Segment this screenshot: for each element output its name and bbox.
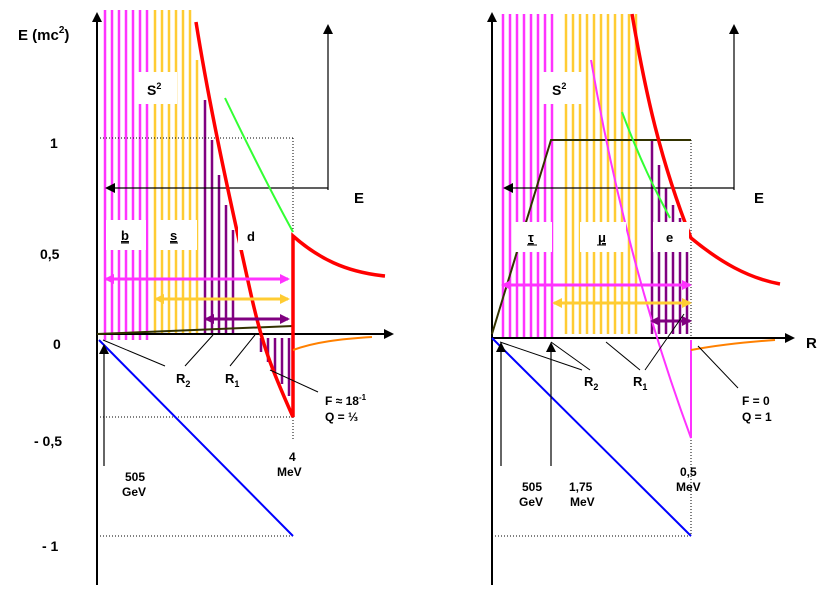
right-scale3-value: 0,5 <box>680 465 697 479</box>
right-s2-label: S2 <box>552 81 566 98</box>
left-s2-box <box>135 72 177 104</box>
left-scale2-unit: MeV <box>277 465 302 479</box>
right-box-mu <box>580 222 626 252</box>
left-s2-label: S2 <box>147 81 161 98</box>
left-r2-label: R2 <box>176 371 190 389</box>
left-panel: S2 b s d E (mc2) E 1 0,5 0 - 0,5 - 1 R2 … <box>18 10 394 585</box>
left-q-label: Q = ⅓ <box>325 410 358 424</box>
left-orange-curve <box>292 336 373 351</box>
left-yellow-stripes <box>153 10 199 335</box>
right-r1-pointer-a <box>605 341 641 371</box>
right-box-tau <box>512 222 552 252</box>
right-label-e: e <box>666 230 673 245</box>
right-r1-label: R1 <box>633 374 647 392</box>
left-red-curve <box>194 21 386 418</box>
right-r-axis-label: R <box>806 335 817 352</box>
right-f-pointer <box>697 345 739 389</box>
left-tick-0: 0 <box>53 336 61 352</box>
left-r2-pointer-b <box>184 334 214 367</box>
right-scale1-unit: GeV <box>519 495 543 509</box>
left-scale1-unit: GeV <box>122 485 146 499</box>
right-orange-curve <box>690 339 776 351</box>
left-blue-line <box>98 339 294 537</box>
right-magenta-stripes <box>501 14 554 338</box>
right-q-label: Q = 1 <box>742 410 772 424</box>
right-scale1-value: 505 <box>522 480 542 494</box>
left-box-d <box>238 222 268 250</box>
right-scale3-unit: MeV <box>676 480 701 494</box>
left-tick-m05: - 0,5 <box>34 433 62 449</box>
right-r2-pointer-a <box>499 341 583 371</box>
right-box-e <box>653 222 689 252</box>
right-blue-line <box>491 337 692 537</box>
left-y-axis-label: E (mc2) <box>18 25 69 44</box>
left-label-d: d <box>247 229 255 244</box>
right-red-curve <box>630 13 781 286</box>
right-panel: S2 τ μ e R E R2 R1 F = 0 Q = 1 505 GeV 1… <box>487 12 817 585</box>
left-magenta-stripes <box>103 10 149 340</box>
left-tick-m1: - 1 <box>42 538 59 554</box>
left-r1-label: R1 <box>225 371 239 389</box>
right-r2-label: R2 <box>584 374 598 392</box>
left-r2-pointer <box>102 339 166 367</box>
right-r2-pointer-b <box>550 341 591 371</box>
right-f-label: F = 0 <box>742 394 770 408</box>
right-scale2-unit: MeV <box>570 495 595 509</box>
right-green-curve <box>621 111 671 219</box>
left-label-s: s <box>170 228 177 243</box>
left-f-pointer <box>269 369 319 393</box>
left-tick-05: 0,5 <box>40 246 60 262</box>
right-label-tau: τ <box>528 230 534 245</box>
right-label-mu: μ <box>598 230 606 245</box>
right-scale2-value: 1,75 <box>569 480 593 494</box>
left-scale2-value: 4 <box>289 450 296 464</box>
left-scale1-value: 505 <box>125 470 145 484</box>
left-green-curve <box>224 97 294 233</box>
right-magenta-curve <box>590 59 692 439</box>
left-box-b <box>106 220 146 250</box>
left-label-b: b <box>121 228 129 243</box>
right-e-label: E <box>754 190 764 207</box>
right-r1-pointer-b <box>644 313 685 371</box>
left-e-label: E <box>354 190 364 207</box>
left-tick-1: 1 <box>50 135 58 151</box>
right-s2-box <box>540 72 582 104</box>
left-f-label: F ≈ 18-1 <box>325 393 367 408</box>
left-box-s <box>157 220 197 250</box>
right-olive-line <box>491 139 691 335</box>
left-r1-pointer <box>229 334 256 367</box>
